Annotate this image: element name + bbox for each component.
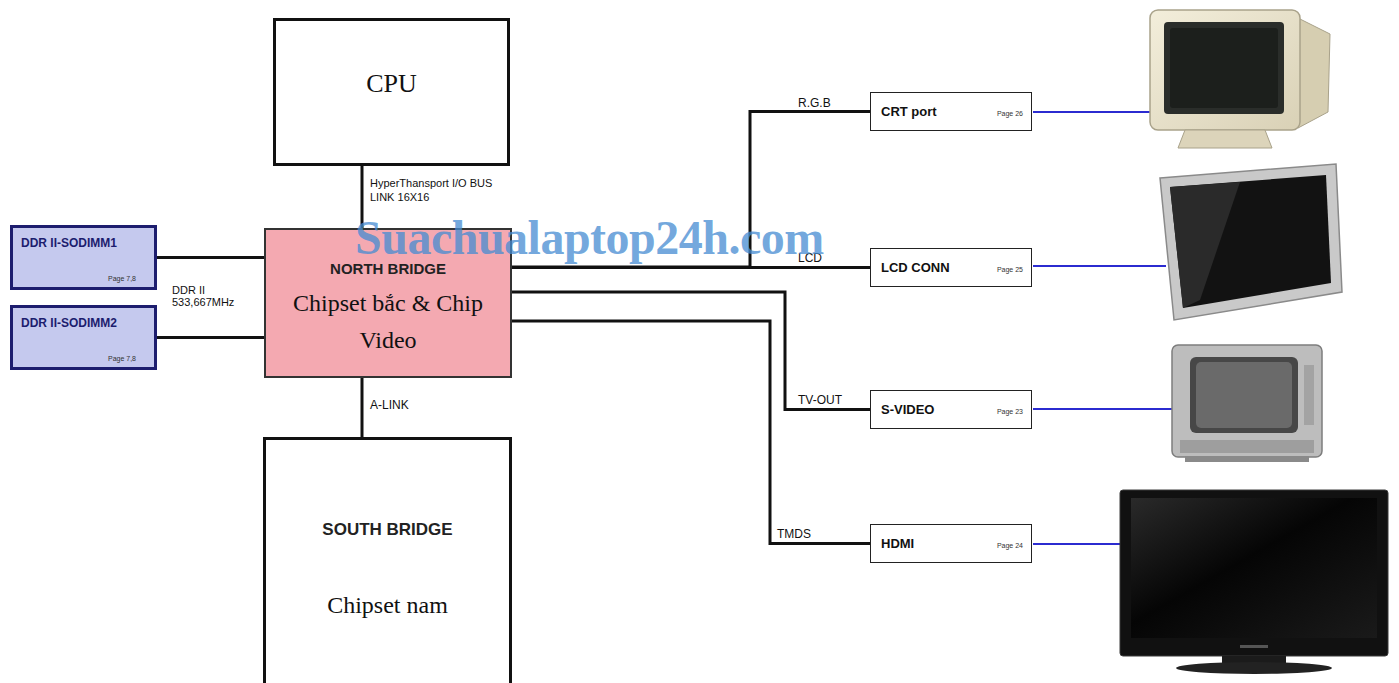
port-box: CRT port Page 26 [870,92,1032,131]
box-detail: Page 25 [997,266,1023,273]
box-detail: Page 7,8 [21,275,148,282]
memory-slot: DDR II-SODIMM1Page 7,8 [10,225,157,290]
signal-label: R.G.B [797,96,832,110]
box-detail: Page 26 [997,110,1023,117]
signal-label: A-LINK [369,398,410,412]
bus-line [512,266,870,269]
video-cables [1033,112,1172,544]
box-title: LCD CONN [881,260,950,275]
box-title: DDR II-SODIMM1 [21,236,148,250]
box-title: CPU [276,69,507,99]
crt-tv [1172,345,1322,462]
box-detail: Page 7,8 [21,355,148,362]
box-title: S-VIDEO [881,402,934,417]
bus-line [361,378,364,437]
box-title: SOUTH BRIDGE [266,520,509,540]
bus-label: DDR II 533,667MHz [172,284,260,308]
box-title: HDMI [881,536,914,551]
chipset-box: SOUTH BRIDGE Chipset nam [263,437,512,683]
port-box: LCD CONN Page 25 [870,248,1032,287]
memory-slot: DDR II-SODIMM2Page 7,8 [10,305,157,370]
watermark: Suachualaptop24h.com [355,210,824,265]
signal-label: TMDS [776,527,812,541]
port-box: S-VIDEO Page 23 [870,390,1032,429]
signal-label: TV-OUT [797,393,843,407]
lcd-panel [1160,164,1342,320]
flat-tv [1120,490,1388,674]
bus-line [512,292,870,410]
box-title: DDR II-SODIMM2 [21,316,148,330]
box-detail: Chipset bắc & Chip Video [266,285,510,359]
box-title: CRT port [881,104,937,119]
signal-label: HyperThansport I/O BUS LINK 16X16 [369,176,511,204]
cpu-box: CPU [273,18,510,166]
bus-line [157,256,264,259]
crt-monitor [1150,10,1330,148]
box-detail: Page 23 [997,408,1023,415]
box-detail: Page 24 [997,542,1023,549]
box-detail: Chipset nam [266,592,509,619]
bus-line [157,336,264,339]
bus-line [512,321,870,544]
port-box: HDMI Page 24 [870,524,1032,563]
